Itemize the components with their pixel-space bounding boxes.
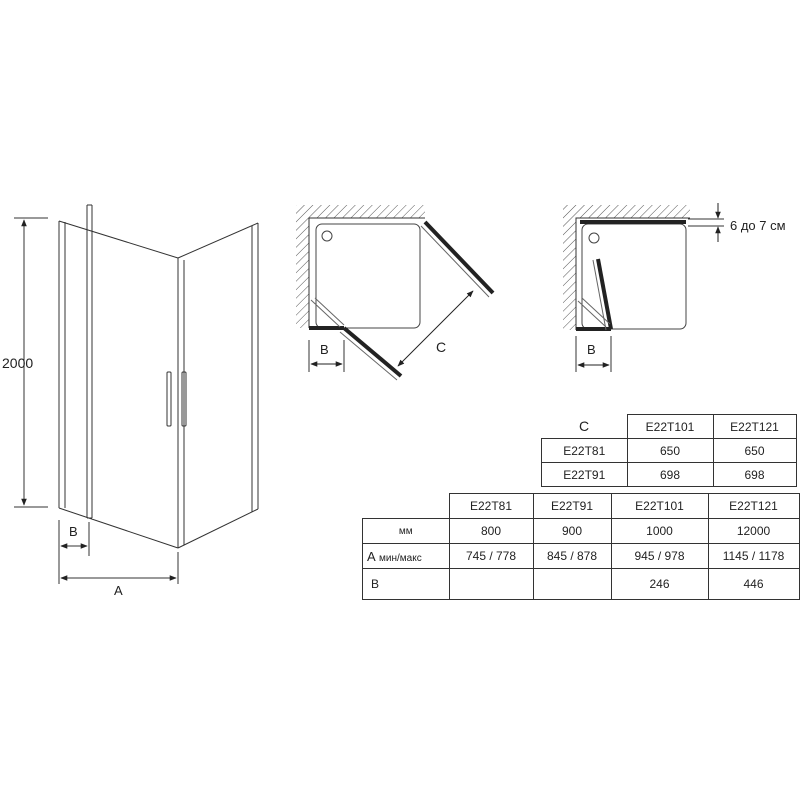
dimensions-cell: 845 / 878 bbox=[532, 543, 612, 569]
dimensions-row-label: мм bbox=[362, 518, 450, 544]
front-b-label: B bbox=[69, 524, 78, 539]
c-table-cell: 698 bbox=[626, 462, 714, 487]
dimensions-cell bbox=[532, 568, 612, 600]
plan2-shower-tray bbox=[581, 223, 687, 330]
plan-view-2 bbox=[563, 203, 724, 372]
dimensions-cell: 800 bbox=[448, 518, 534, 544]
plan2-drain bbox=[588, 232, 600, 244]
c-table-header-row: C E22T101 E22T121 bbox=[542, 414, 797, 439]
plan1-bottom-door-edge bbox=[339, 331, 398, 381]
dimensions-row-b: B 246 446 bbox=[362, 568, 800, 600]
plan1-right-door-edge bbox=[420, 225, 490, 298]
dimensions-cell: 900 bbox=[532, 518, 612, 544]
dimensions-cell: 1145 / 1178 bbox=[707, 543, 800, 569]
plan-view-1 bbox=[296, 205, 495, 381]
left-door-handle bbox=[166, 371, 172, 427]
dimensions-cell: 745 / 778 bbox=[448, 543, 534, 569]
c-table-row-label: E22T91 bbox=[541, 462, 628, 487]
plan1-shower-tray bbox=[315, 223, 421, 329]
plan1-bottom-door bbox=[342, 326, 403, 378]
c-table-row: E22T91 698 698 bbox=[541, 462, 797, 487]
right-panel-bottom bbox=[177, 508, 259, 549]
c-table-corner-label: C bbox=[578, 418, 590, 435]
plan2-wall-edge bbox=[575, 217, 690, 330]
c-dimension-table: C E22T101 E22T121 E22T81 650 650 E22T91 … bbox=[541, 414, 797, 487]
dimensions-col-header: E22T81 bbox=[448, 493, 534, 519]
dimensions-row-label: A мин/макс bbox=[362, 543, 450, 569]
plan1-c-label: C bbox=[436, 339, 446, 355]
dimensions-table: E22T81 E22T91 E22T101 E22T121 мм 800 900… bbox=[362, 493, 800, 600]
plan1-b-label: B bbox=[320, 342, 329, 357]
plan1-right-door bbox=[423, 220, 495, 295]
dimensions-corner bbox=[363, 494, 450, 519]
c-table-cell: 650 bbox=[712, 438, 797, 463]
dimensions-row-a: A мин/макс 745 / 778 845 / 878 945 / 978… bbox=[362, 543, 800, 569]
c-table-col-header: E22T101 bbox=[626, 414, 714, 439]
left-panel-top bbox=[58, 220, 179, 259]
left-panel-bottom bbox=[58, 507, 179, 549]
dimensions-cell: 945 / 978 bbox=[610, 543, 709, 569]
right-panel-top bbox=[177, 222, 259, 259]
plan2-b-label: B bbox=[587, 342, 596, 357]
right-door-handle bbox=[181, 371, 187, 427]
dimensions-header-row: E22T81 E22T91 E22T101 E22T121 bbox=[363, 493, 800, 519]
c-table-cell: 698 bbox=[712, 462, 797, 487]
plan1-hinge-line bbox=[310, 299, 341, 328]
dimensions-col-header: E22T101 bbox=[610, 493, 709, 519]
front-view bbox=[14, 204, 259, 584]
dimensions-cell: 446 bbox=[707, 568, 800, 600]
dimensions-row-label: B bbox=[362, 568, 450, 600]
dimensions-col-header: E22T91 bbox=[532, 493, 612, 519]
a-row-label-main: A bbox=[367, 548, 376, 564]
dimensions-cell: 12000 bbox=[707, 518, 800, 544]
plan2-door bbox=[596, 258, 613, 330]
plan2-hinge-line-2 bbox=[581, 297, 611, 325]
plan2-gap-label: 6 до 7 см bbox=[730, 218, 786, 233]
dimensions-cell bbox=[448, 568, 534, 600]
plan1-wall-edge bbox=[308, 217, 425, 328]
dimensions-cell: 246 bbox=[610, 568, 709, 600]
c-table-cell: 650 bbox=[626, 438, 714, 463]
plan1-c-dimension bbox=[397, 290, 474, 367]
c-table-col-header: E22T121 bbox=[712, 414, 797, 439]
dimensions-cell: 1000 bbox=[610, 518, 709, 544]
front-a-label: A bbox=[114, 583, 123, 598]
height-label: 2000 bbox=[2, 355, 33, 371]
plan1-drain bbox=[321, 230, 333, 242]
c-table-row-label: E22T81 bbox=[541, 438, 628, 463]
a-row-label-sub: мин/макс bbox=[379, 552, 422, 564]
plan1-hinge-line-2 bbox=[314, 297, 345, 326]
dimensions-col-header: E22T121 bbox=[707, 493, 800, 519]
plan1-wall-hatch bbox=[296, 205, 425, 328]
plan2-hinge-line bbox=[577, 300, 607, 328]
c-table-row: E22T81 650 650 bbox=[541, 438, 797, 463]
dimensions-row-mm: мм 800 900 1000 12000 bbox=[362, 518, 800, 544]
